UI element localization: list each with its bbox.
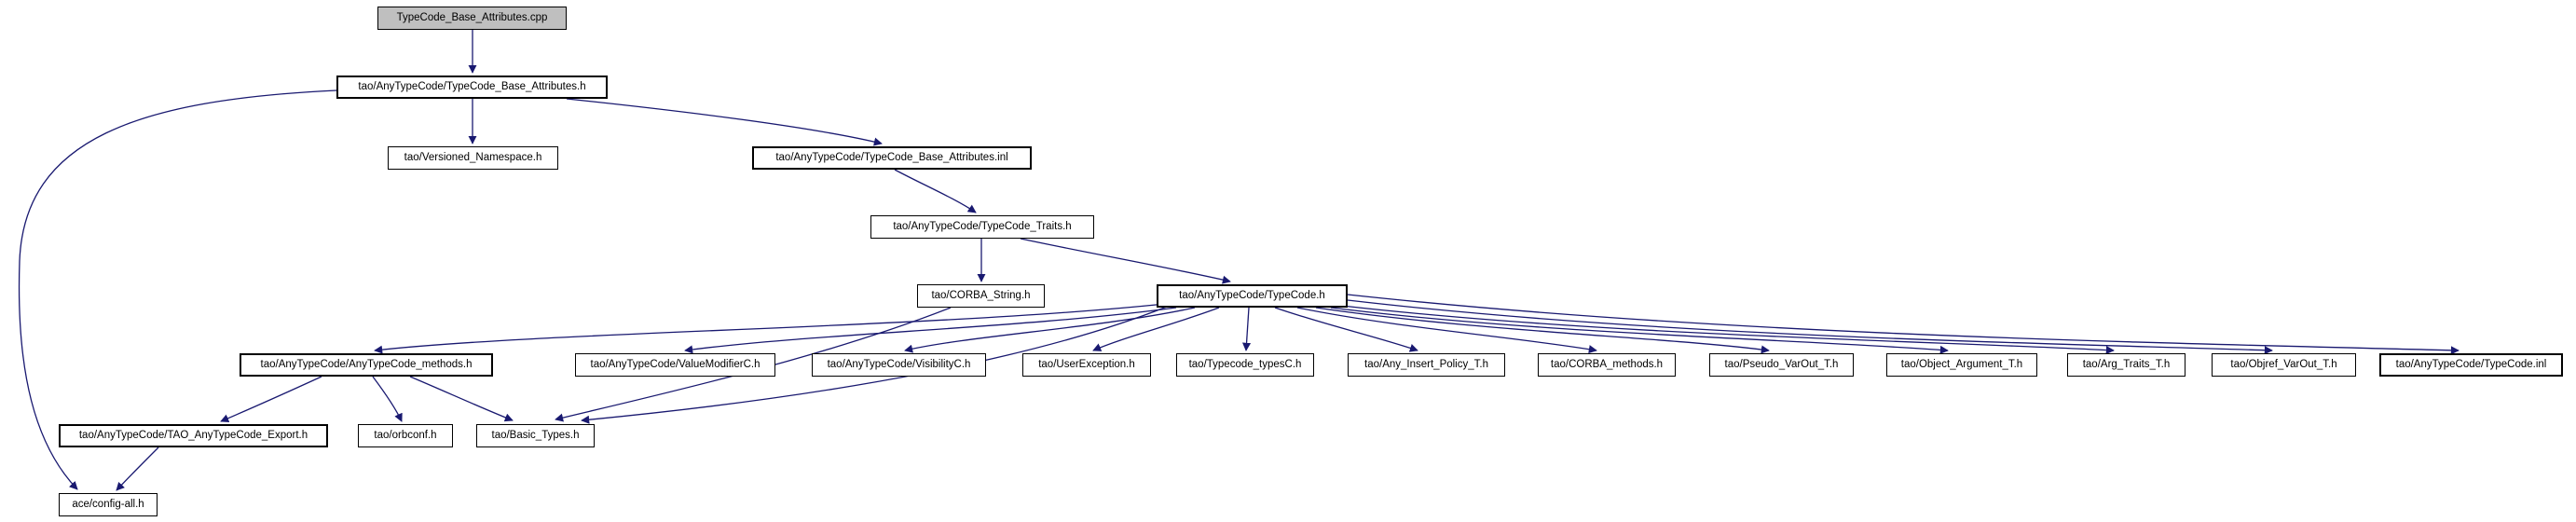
node-pseudo-varout-t-h[interactable]: tao/Pseudo_VarOut_T.h: [1709, 353, 1854, 377]
node-corba-string-h[interactable]: tao/CORBA_String.h: [917, 284, 1045, 308]
edge-typecode_h-to-object_argument: [1330, 307, 1949, 354]
node-ace-config-all-h[interactable]: ace/config-all.h: [59, 493, 158, 516]
edge-tcba_h-to-tcba_inl: [566, 98, 883, 146]
node-typecode-typesc-h[interactable]: tao/Typecode_typesC.h: [1176, 353, 1314, 377]
edge-typecode_h-to-methods: [374, 303, 1166, 354]
node-any-insert-policy-t-h[interactable]: tao/Any_Insert_Policy_T.h: [1348, 353, 1505, 377]
node-userexception-h[interactable]: tao/UserException.h: [1022, 353, 1151, 377]
node-arg-traits-t-h[interactable]: tao/Arg_Traits_T.h: [2067, 353, 2185, 377]
node-typecode-base-attributes-cpp: TypeCode_Base_Attributes.cpp: [377, 7, 567, 30]
edge-typecode_h-to-typecode_inl: [1347, 294, 2460, 355]
node-corba-methods-h[interactable]: tao/CORBA_methods.h: [1538, 353, 1676, 377]
edge-methods-to-export: [220, 376, 322, 422]
node-typecode-base-attributes-h[interactable]: tao/AnyTypeCode/TypeCode_Base_Attributes…: [336, 76, 608, 99]
edge-typecode_h-to-valuemodifier: [684, 307, 1177, 354]
node-anytypecode-methods-h[interactable]: tao/AnyTypeCode/AnyTypeCode_methods.h: [240, 353, 493, 377]
node-typecode-h[interactable]: tao/AnyTypeCode/TypeCode.h: [1157, 284, 1348, 308]
node-orbconf-h[interactable]: tao/orbconf.h: [358, 424, 453, 447]
node-object-argument-t-h[interactable]: tao/Object_Argument_T.h: [1886, 353, 2037, 377]
edge-typecode_h-to-any_insert: [1274, 307, 1418, 352]
edge-tcba_h-to-config_all: [18, 89, 337, 490]
node-tao-anytypecode-export-h[interactable]: tao/AnyTypeCode/TAO_AnyTypeCode_Export.h: [59, 424, 328, 447]
edge-typecode_h-to-typecode_types: [1241, 307, 1252, 351]
edge-typecode_h-to-corba_methods: [1296, 307, 1597, 354]
edge-typecode_h-to-objref_varout: [1347, 299, 2273, 355]
edge-typecode_h-to-visibility: [904, 307, 1196, 353]
node-versioned-namespace-h[interactable]: tao/Versioned_Namespace.h: [388, 146, 558, 170]
edge-typecode_h-to-arg_traits: [1341, 305, 2115, 355]
node-typecode-inl[interactable]: tao/AnyTypeCode/TypeCode.inl: [2379, 353, 2563, 377]
edge-typecode_h-to-userexception: [1092, 307, 1220, 351]
node-objref-varout-t-h[interactable]: tao/Objref_VarOut_T.h: [2212, 353, 2356, 377]
node-visibilityc-h[interactable]: tao/AnyTypeCode/VisibilityC.h: [812, 353, 986, 377]
edge-typecode_h-to-pseudo_varout: [1315, 307, 1770, 354]
edge-tcba_inl-to-traits: [894, 169, 977, 213]
edge-methods-to-orbconf: [372, 376, 403, 422]
edge-export-to-config_all: [116, 446, 159, 491]
edge-typecode_h-to-basic_types: [581, 306, 1168, 424]
node-typecode-base-attributes-inl[interactable]: tao/AnyTypeCode/TypeCode_Base_Attributes…: [752, 146, 1032, 170]
edge-traits-to-typecode_h: [1020, 238, 1231, 284]
node-typecode-traits-h[interactable]: tao/AnyTypeCode/TypeCode_Traits.h: [870, 215, 1094, 239]
edge-methods-to-basic_types: [409, 376, 514, 422]
node-valuemodifierc-h[interactable]: tao/AnyTypeCode/ValueModifierC.h: [575, 353, 775, 377]
node-basic-types-h[interactable]: tao/Basic_Types.h: [476, 424, 595, 447]
